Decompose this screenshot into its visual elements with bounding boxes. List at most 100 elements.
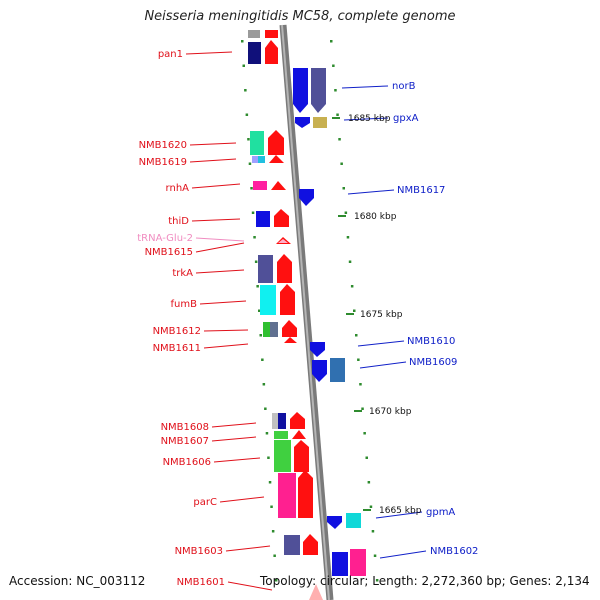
gene-arrow[interactable] <box>327 516 342 529</box>
accession-text: Accession: NC_003112 <box>9 574 146 588</box>
gene-arrow[interactable] <box>274 209 289 227</box>
gene-block[interactable] <box>258 156 265 163</box>
gene-block[interactable] <box>330 358 345 382</box>
gene-block[interactable] <box>272 413 278 429</box>
gene-label[interactable]: NMB1610 <box>407 336 455 347</box>
gene-block[interactable] <box>253 181 267 190</box>
tick-mark <box>256 285 259 288</box>
gene-label[interactable]: thiD <box>168 216 189 227</box>
tick-mark <box>367 481 371 484</box>
gene-arrow[interactable] <box>309 584 323 600</box>
gene-arrow[interactable] <box>292 430 306 439</box>
tick-mark <box>342 187 345 190</box>
gene-block[interactable] <box>346 513 361 528</box>
tick-mark <box>330 40 333 43</box>
tick-mark <box>268 481 272 484</box>
gene-label[interactable]: fumB <box>171 299 198 310</box>
gene-block[interactable] <box>284 535 300 555</box>
gene-arrow[interactable] <box>280 284 295 315</box>
map-title: Neisseria meningitidis MC58, complete ge… <box>144 9 456 24</box>
gene-block[interactable] <box>274 440 291 472</box>
gene-label[interactable]: NMB1617 <box>397 185 445 196</box>
gene-label[interactable]: norB <box>392 81 416 92</box>
gene-label[interactable]: NMB1603 <box>175 546 223 557</box>
gene-arrow[interactable] <box>284 337 297 343</box>
gene-block[interactable] <box>332 552 348 576</box>
tick-mark <box>247 138 250 141</box>
gene-label[interactable]: trkA <box>172 268 193 279</box>
gene-label[interactable]: NMB1612 <box>153 326 201 337</box>
tick-mark <box>245 113 249 116</box>
tick-mark <box>253 236 256 239</box>
gene-label[interactable]: NMB1609 <box>409 357 457 368</box>
gene-arrow[interactable] <box>271 181 286 190</box>
gene-arrow[interactable] <box>294 440 309 472</box>
gene-block[interactable] <box>248 30 260 38</box>
gene-block[interactable] <box>263 322 270 337</box>
gene-block[interactable] <box>350 549 366 576</box>
gene-arrow[interactable] <box>268 130 284 155</box>
gene-arrow[interactable] <box>298 470 313 518</box>
gene-label[interactable]: parC <box>193 497 217 508</box>
tick-mark <box>346 236 350 239</box>
tick-mark <box>336 113 339 116</box>
tick-mark <box>348 260 352 263</box>
gene-block[interactable] <box>265 30 278 38</box>
gene-arrow[interactable] <box>310 342 325 357</box>
gene-arrow[interactable] <box>293 68 308 113</box>
gene-block[interactable] <box>313 117 327 128</box>
gene-block[interactable] <box>252 156 258 163</box>
gene-label[interactable]: NMB1607 <box>161 436 209 447</box>
tick-mark <box>271 530 275 533</box>
tick-mark <box>371 530 375 533</box>
gene-arrow[interactable] <box>303 534 318 555</box>
gene-label[interactable]: pan1 <box>158 49 183 60</box>
gene-arrow[interactable] <box>295 117 310 128</box>
gene-label[interactable]: NMB1615 <box>145 247 193 258</box>
tick-mark <box>365 456 368 459</box>
gene-label[interactable]: NMB1619 <box>139 157 187 168</box>
gene-arrow[interactable] <box>265 40 278 64</box>
gene-label[interactable]: NMB1602 <box>430 546 478 557</box>
gene-block[interactable] <box>258 255 273 283</box>
tick-mark <box>363 432 366 435</box>
tick-mark <box>250 187 253 190</box>
gene-arrow[interactable] <box>269 155 284 163</box>
gene-block[interactable] <box>274 431 288 439</box>
footer: Accession: NC_003112 Topology: circular;… <box>0 574 600 600</box>
gene-label[interactable]: gpxA <box>393 113 419 124</box>
tick-mark <box>241 40 244 43</box>
gene-arrow[interactable] <box>290 412 305 429</box>
gene-label[interactable]: NMB1606 <box>163 457 211 468</box>
gene-arrow[interactable] <box>282 320 297 337</box>
tick-mark <box>353 309 356 312</box>
gene-arrow[interactable] <box>311 68 326 113</box>
gene-arrow[interactable] <box>277 254 292 283</box>
gene-label[interactable]: rnhA <box>166 183 190 194</box>
tick-mark <box>274 579 278 582</box>
tick-mark <box>261 358 264 361</box>
gene-block[interactable] <box>278 473 296 518</box>
tick-mark <box>344 211 348 214</box>
tick-mark <box>340 162 343 165</box>
gene-label[interactable]: gpmA <box>426 507 455 518</box>
gene-arrow[interactable] <box>299 189 314 206</box>
tick-mark <box>350 285 354 288</box>
gene-label[interactable]: NMB1611 <box>153 343 201 354</box>
tick-mark <box>338 138 341 141</box>
gene-block[interactable] <box>248 42 261 64</box>
tick-mark <box>359 383 362 386</box>
gene-block[interactable] <box>260 285 276 315</box>
tick-mark <box>369 505 373 508</box>
gene-label[interactable]: NMB1608 <box>161 422 209 433</box>
gene-label[interactable]: NMB1601 <box>177 577 225 588</box>
gene-arrow[interactable] <box>312 360 327 382</box>
gene-block[interactable] <box>256 211 270 227</box>
gene-block[interactable] <box>278 413 286 429</box>
gene-label[interactable]: NMB1620 <box>139 140 187 151</box>
gene-block[interactable] <box>250 131 264 155</box>
tick-mark <box>264 407 267 410</box>
tick-mark <box>265 432 269 435</box>
gene-label[interactable]: tRNA-Glu-2 <box>137 233 193 244</box>
gene-block[interactable] <box>270 322 278 337</box>
